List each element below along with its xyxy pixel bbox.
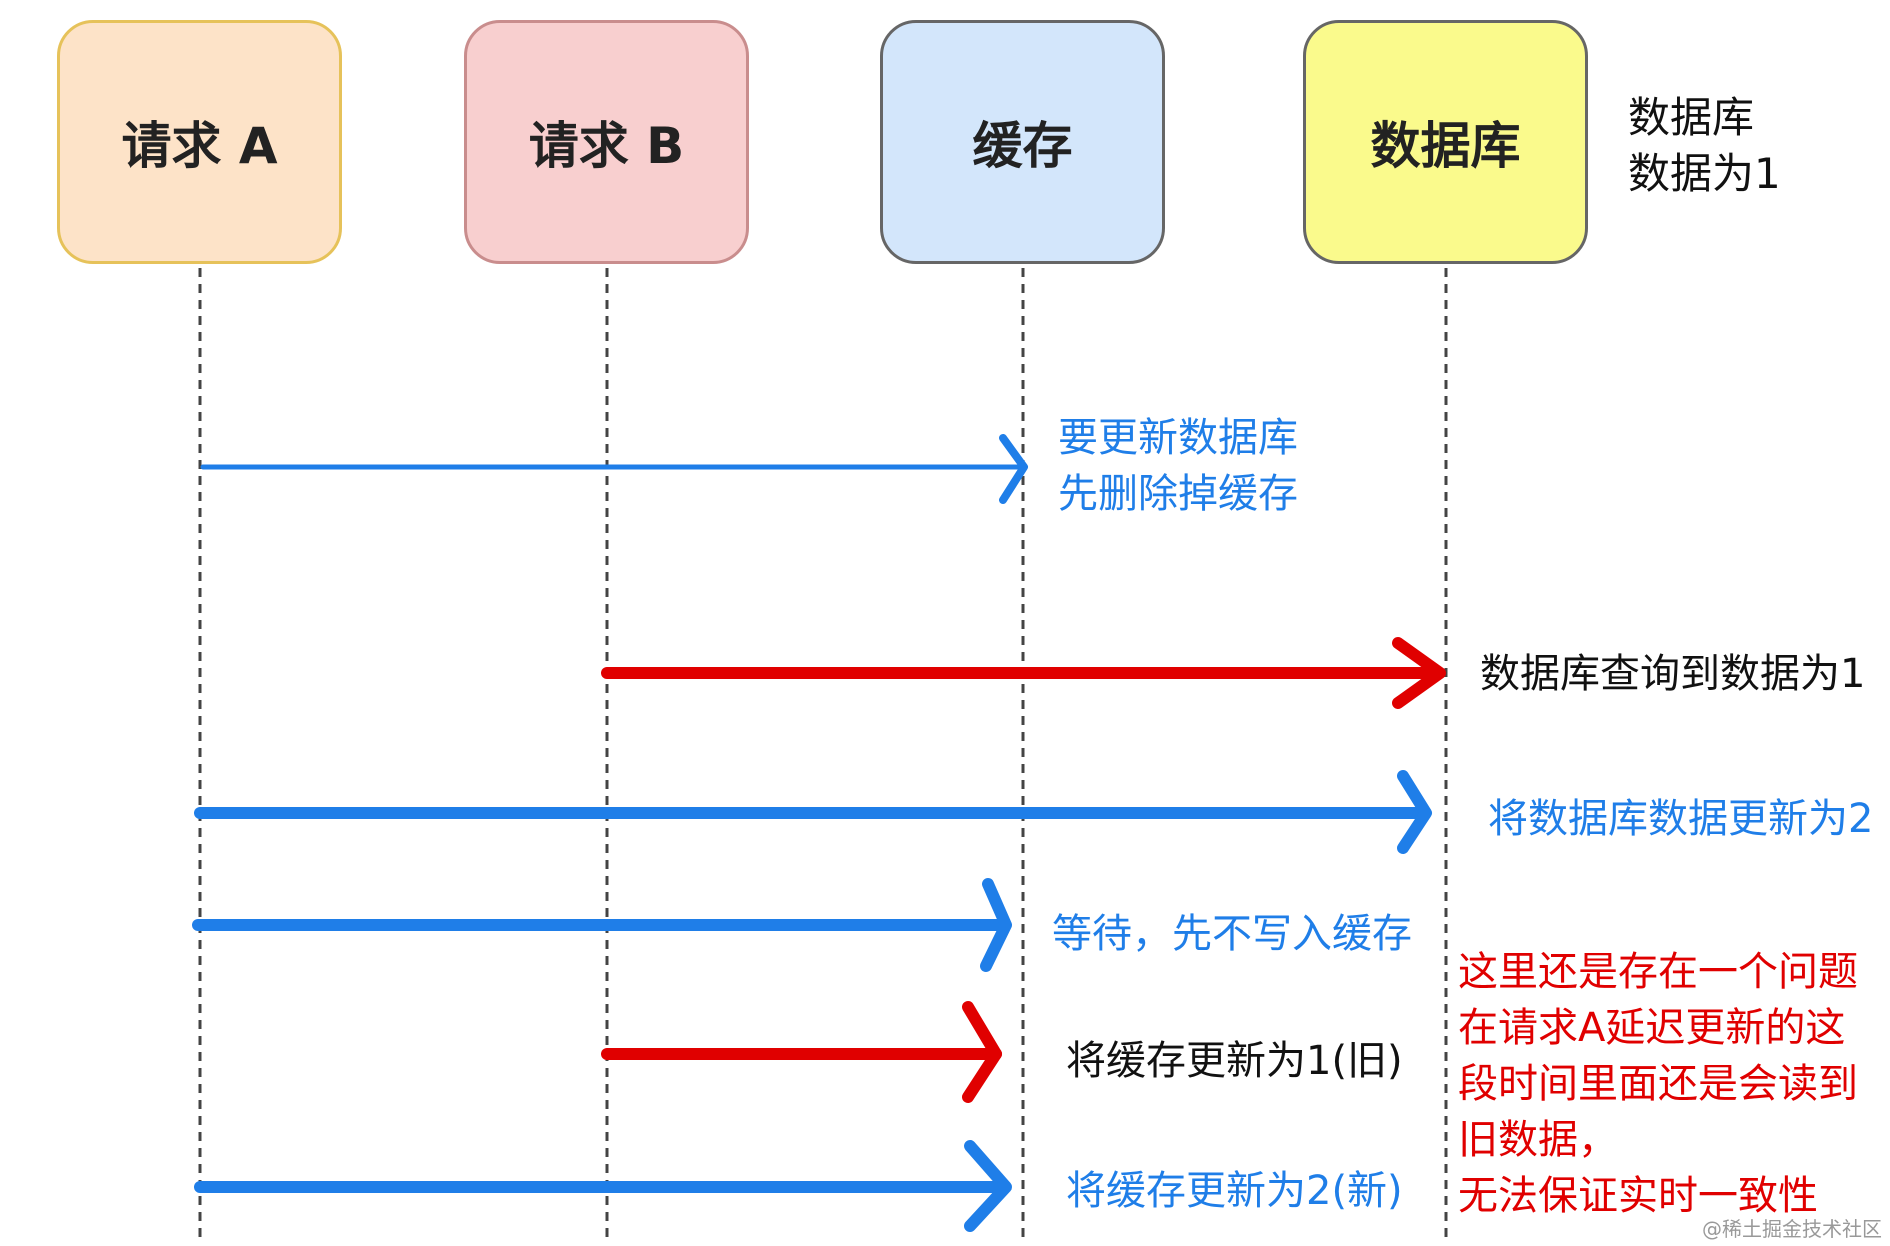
message-label-6: 将缓存更新为2(新)	[1066, 1163, 1403, 1219]
message-label-3: 将数据库数据更新为2	[1488, 791, 1873, 847]
message-label-4-text: 等待，先不写入缓存	[1052, 911, 1412, 957]
db-note-line-2: 数据为1	[1628, 149, 1781, 198]
message-label-5: 将缓存更新为1(旧)	[1066, 1033, 1403, 1089]
participant-label: 请求 B	[528, 117, 685, 175]
problem-note: 这里还是存在一个问题 在请求A延迟更新的这 段时间里面还是会读到 旧数据， 无法…	[1458, 944, 1858, 1224]
watermark: @稀土掘金技术社区	[1702, 1217, 1882, 1241]
db-state-note: 数据库 数据为1	[1628, 90, 1781, 202]
message-label-2: 数据库查询到数据为1	[1480, 646, 1865, 702]
message-arrow-3	[194, 770, 1432, 854]
problem-note-line: 段时间里面还是会读到	[1458, 1061, 1858, 1107]
message-label-2-text: 数据库查询到数据为1	[1480, 651, 1866, 697]
problem-note-line: 旧数据，	[1458, 1117, 1618, 1163]
message-arrow-6	[194, 1140, 1012, 1232]
participant-request-b: 请求 B	[464, 20, 749, 264]
message-arrow-2	[601, 637, 1446, 709]
message-label-3-text: 将数据库数据更新为2	[1488, 796, 1874, 842]
problem-note-line: 在请求A延迟更新的这	[1458, 1005, 1846, 1051]
participant-database: 数据库	[1303, 20, 1588, 264]
problem-note-line: 这里还是存在一个问题	[1458, 949, 1858, 995]
problem-note-line: 无法保证实时一致性	[1458, 1173, 1818, 1219]
participant-label: 请求 A	[121, 117, 278, 175]
db-note-line-1: 数据库	[1628, 93, 1755, 142]
message-label-1-line-2: 先删除掉缓存	[1058, 471, 1298, 517]
participant-label: 数据库	[1370, 117, 1521, 175]
participant-cache: 缓存	[880, 20, 1165, 264]
message-label-1: 要更新数据库 先删除掉缓存	[1058, 410, 1298, 522]
message-arrow-1	[200, 434, 1028, 504]
participant-label: 缓存	[972, 117, 1073, 175]
message-label-1-line-1: 要更新数据库	[1058, 415, 1298, 461]
message-arrow-4	[192, 878, 1012, 972]
participant-request-a: 请求 A	[57, 20, 342, 264]
message-label-6-text: 将缓存更新为2(新)	[1066, 1168, 1403, 1214]
message-label-5-text: 将缓存更新为1(旧)	[1066, 1038, 1403, 1084]
message-arrow-5	[601, 1001, 1002, 1103]
message-label-4: 等待，先不写入缓存	[1052, 906, 1412, 962]
